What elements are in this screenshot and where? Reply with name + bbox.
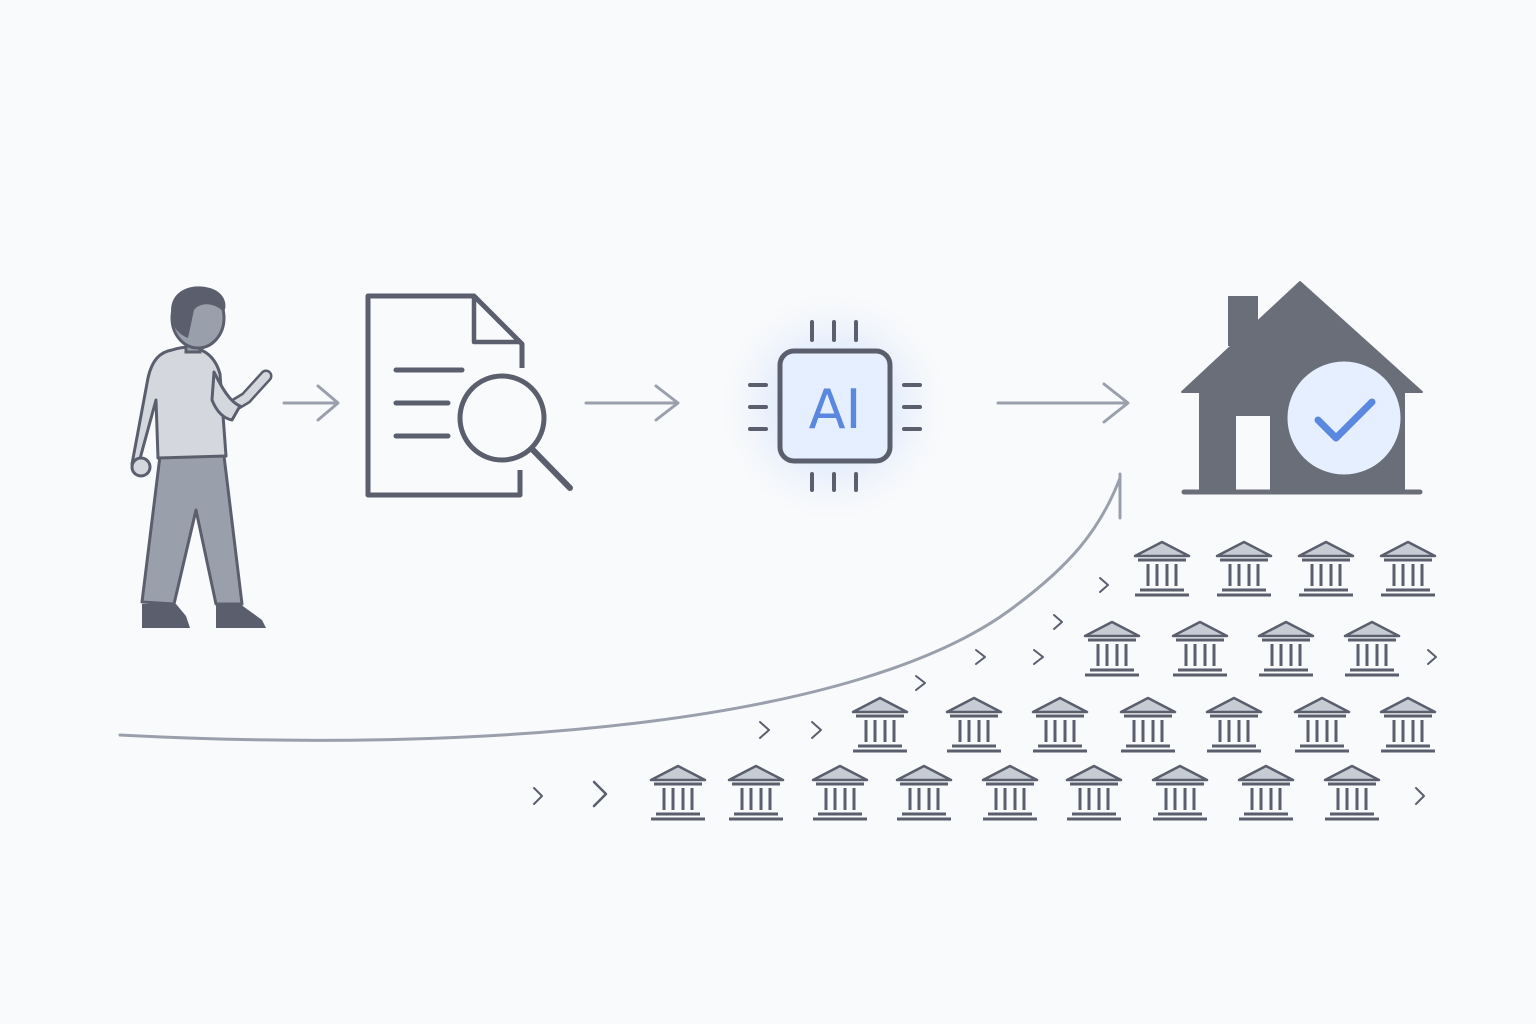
chevron-right-icon (1033, 649, 1044, 665)
bank-building-icon (851, 696, 909, 753)
arrow-document-to-ai (584, 384, 680, 422)
chevron-right-icon (1053, 614, 1063, 630)
document-search-icon (365, 293, 573, 498)
bank-building-icon (1031, 696, 1089, 753)
chevron-right-icon (1427, 649, 1437, 665)
ai-chip-label: AI (809, 378, 862, 441)
bank-building-icon (1171, 620, 1229, 677)
chevron-right-icon (915, 675, 926, 691)
house-approved-icon (1181, 281, 1423, 495)
bank-building-icon (1151, 764, 1209, 821)
bank-building-icon (1379, 696, 1437, 753)
bank-building-icon (649, 764, 707, 821)
bank-building-icon (981, 764, 1039, 821)
chevron-right-icon (759, 721, 770, 739)
bank-building-icon (1237, 764, 1295, 821)
chevron-right-icon (592, 780, 608, 808)
bank-building-icon (1205, 696, 1263, 753)
bank-building-icon (945, 696, 1003, 753)
bank-building-icon (727, 764, 785, 821)
chevron-right-icon (533, 787, 543, 805)
ai-chip-icon: AI (709, 281, 959, 531)
bank-building-icon (1215, 540, 1273, 597)
bank-building-icon (895, 764, 953, 821)
bank-building-icon (1293, 696, 1351, 753)
chevron-right-icon (811, 721, 822, 739)
chevron-right-icon (975, 649, 986, 665)
bank-building-icon (1379, 540, 1437, 597)
arrow-person-to-document (282, 384, 340, 422)
growth-curve-arrow (118, 472, 1122, 742)
bank-building-icon (1065, 764, 1123, 821)
bank-building-icon (1343, 620, 1401, 677)
bank-building-icon (1083, 620, 1141, 677)
bank-building-icon (1323, 764, 1381, 821)
chevron-right-icon (1415, 787, 1425, 805)
bank-building-icon (811, 764, 869, 821)
bank-building-icon (1257, 620, 1315, 677)
chevron-markers (533, 577, 1437, 808)
chevron-right-icon (1099, 577, 1109, 593)
bank-building-icon (1119, 696, 1177, 753)
person-with-phone-icon (130, 286, 273, 628)
arrow-ai-to-house (996, 382, 1130, 424)
bank-building-icon (1133, 540, 1191, 597)
bank-building-icon (1297, 540, 1355, 597)
